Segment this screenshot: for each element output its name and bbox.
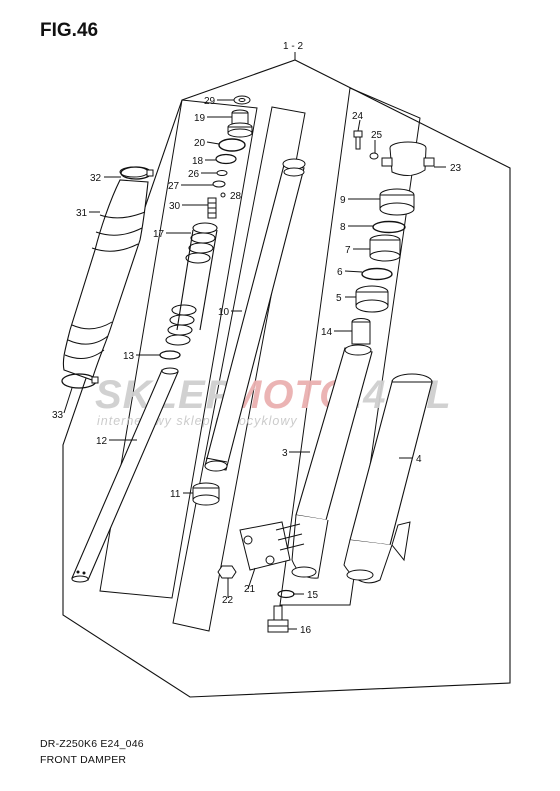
callout-6: 6 [337,267,343,278]
callout-15: 15 [307,590,319,601]
watermark-tagline: internetowy sklep motocyklowy [97,414,298,428]
callout-11: 11 [170,489,181,500]
callout-labels: 29 19 20 18 26 27 28 30 17 10 13 12 11 3… [52,96,462,636]
assembly-outline [62,59,511,698]
callout-30: 30 [169,201,181,212]
callout-24: 24 [352,111,364,122]
rod-30-icon [207,197,217,219]
callout-22: 22 [222,595,234,606]
ring-27-icon [212,180,226,188]
tube-14-icon [351,318,371,345]
axle-holder-icon [239,521,305,571]
o-ring-18-icon [215,153,237,165]
callout-3: 3 [282,448,288,459]
holder-23-icon [381,141,435,176]
inner-tube-3-icon [291,344,373,579]
callout-14: 14 [321,327,333,338]
clamp-33-icon [61,373,99,389]
leader-lines [63,99,446,630]
bushing-5-icon [355,285,389,313]
callout-8: 8 [340,222,346,233]
callout-5: 5 [336,293,342,304]
damper-cylinder-10-icon [204,158,306,472]
bushing-icon [192,482,220,506]
callout-21: 21 [244,584,256,595]
callout-25: 25 [371,130,383,141]
callout-28: 28 [230,191,242,202]
panel-right [279,87,421,606]
callout-9: 9 [340,195,346,206]
clamp-icon [120,166,154,180]
spring-icon [165,222,218,346]
callout-19: 19 [194,113,206,124]
callout-20: 20 [194,138,206,149]
washer-26-icon [216,170,228,176]
washer-6-icon [361,267,393,281]
callout-31: 31 [76,208,88,219]
callout-4: 4 [416,454,422,465]
washer-25-icon [369,152,379,160]
callout-13: 13 [123,351,135,362]
stopper-ring-8-icon [372,220,406,234]
callout-10: 10 [218,307,230,318]
figure-caption: FRONT DAMPER [40,754,127,766]
boot-icon [62,166,149,381]
callout-16: 16 [300,625,312,636]
washer-29-icon [233,95,251,105]
panel-middle [172,106,306,632]
callout-27: 27 [168,181,180,192]
model-code: DR-Z250K6 E24_046 [40,738,144,750]
callout-33: 33 [52,410,64,421]
bushing-7-icon [369,234,401,262]
nut-22-icon [217,565,237,579]
callout-26: 26 [188,169,200,180]
ball-28-icon [220,192,226,198]
ring-13-icon [159,350,181,360]
fork-tube-icon [71,367,179,583]
callout-32: 32 [90,173,102,184]
bolt-icon [353,130,363,150]
callout-17: 17 [153,229,165,240]
assembly-label: 1 - 2 [283,41,303,52]
figure-title: FIG.46 [40,20,99,41]
callout-23: 23 [450,163,462,174]
o-ring-20-icon [218,138,246,152]
outer-tube-4-icon [343,373,433,584]
callout-7: 7 [345,245,351,256]
panel-left [99,99,258,599]
cap-bolt-19-icon [227,109,253,138]
callout-18: 18 [192,156,204,167]
callout-12: 12 [96,436,108,447]
oil-seal-icon [379,188,415,216]
drain-bolt-16-icon [267,605,289,633]
washer-15-icon [277,589,295,599]
callout-29: 29 [204,96,216,107]
